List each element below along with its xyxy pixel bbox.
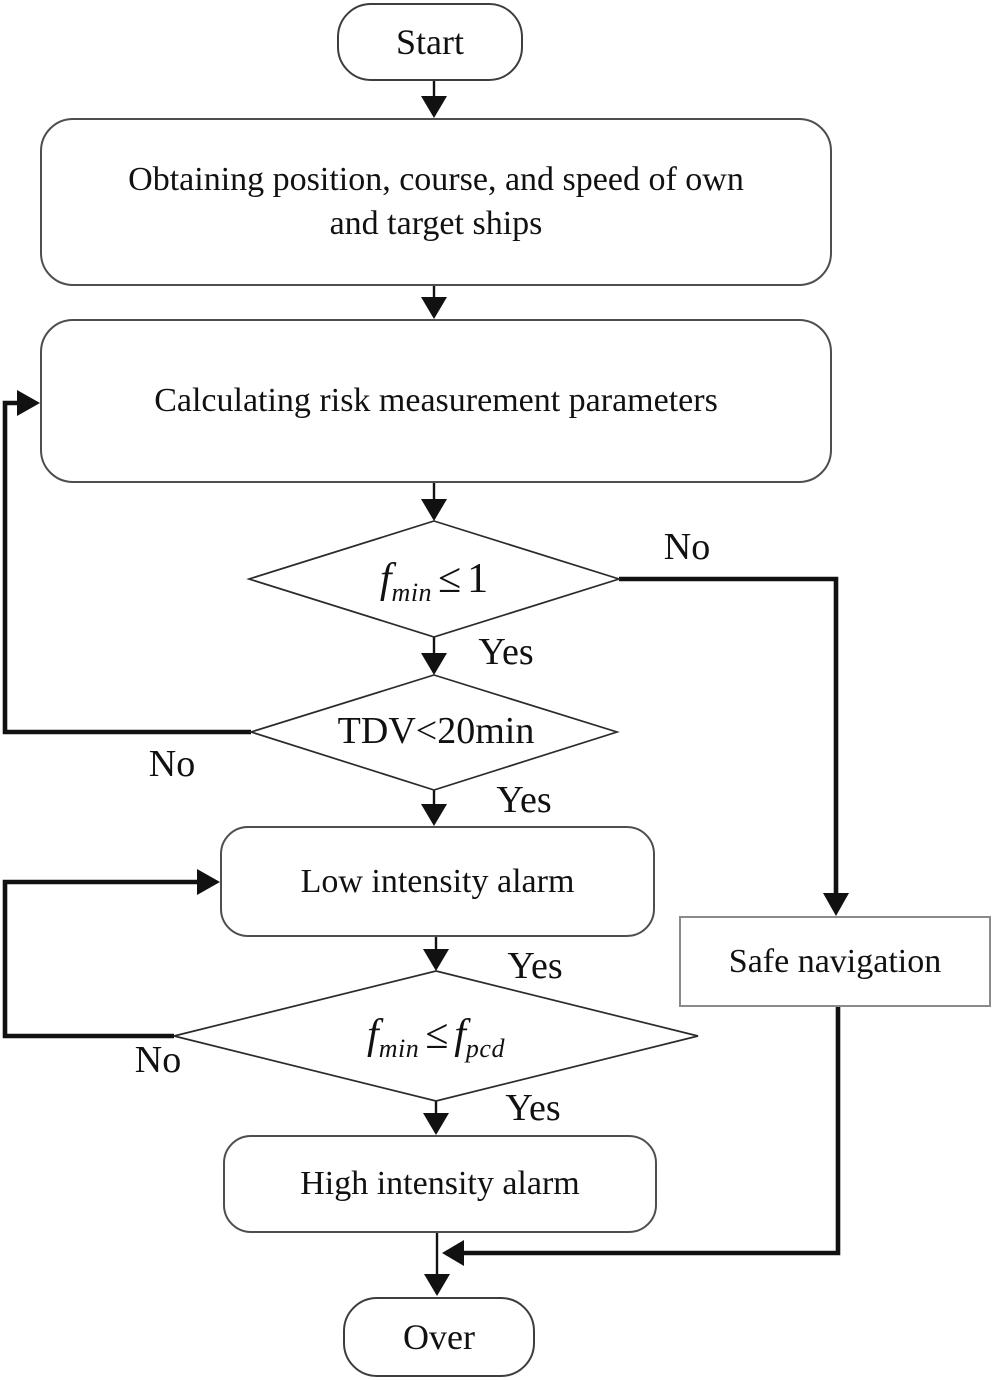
obtain-line2: and target ships (329, 205, 543, 242)
decision1-var-subscript: min (391, 578, 433, 607)
node-obtain-position-label: Obtaining position, course, and speed of… (128, 158, 744, 245)
decision3-rhs-var: f (454, 1012, 466, 1058)
arrowhead-into-low-alarm-top (421, 804, 447, 826)
label-decision1-no: No (663, 526, 711, 568)
arrowhead-into-decision2 (421, 653, 447, 675)
arrowhead-into-low-alarm-left (197, 869, 220, 895)
arrowhead-into-over-junction (442, 1240, 464, 1266)
decision1-label: fmin≤1 (379, 555, 489, 606)
arrowhead-into-over (424, 1274, 450, 1296)
decision3-var: f (367, 1012, 379, 1058)
arrowhead-into-safe (823, 893, 849, 916)
decision3-operator: ≤ (425, 1012, 449, 1058)
decision2-label: TDV<20min (337, 710, 535, 752)
label-decision3-yes: Yes (505, 1087, 561, 1129)
edge-decision1-no-to-safe (619, 576, 839, 894)
decision1-diamond (246, 520, 622, 638)
edge-decision3-no-loop-to-low-alarm (2, 879, 198, 1039)
label-decision3-no: No (134, 1039, 182, 1081)
arrowhead-into-high-alarm (423, 1113, 449, 1135)
label-low-alarm-to-decision3-yes: Yes (507, 945, 563, 987)
arrowhead-into-calculate-left (17, 390, 40, 416)
decision3-label: fmin≤fpcd (367, 1011, 505, 1062)
node-high-intensity-alarm: High intensity alarm (223, 1135, 657, 1233)
node-over: Over (343, 1297, 535, 1377)
label-decision2-yes: Yes (496, 779, 552, 821)
arrowhead-into-obtain (421, 96, 447, 118)
decision3-diamond (173, 970, 699, 1102)
decision3-rhs-subscript: pcd (465, 1034, 505, 1063)
decision3-var-subscript: min (378, 1034, 420, 1063)
arrowhead-into-calculate (421, 297, 447, 319)
label-decision1-yes: Yes (478, 631, 534, 673)
node-start: Start (337, 3, 523, 81)
decision1-rhs: 1 (467, 556, 489, 602)
arrowhead-into-decision1 (421, 499, 447, 521)
label-decision2-no: No (148, 743, 196, 785)
node-obtain-position: Obtaining position, course, and speed of… (40, 118, 832, 286)
node-low-intensity-alarm: Low intensity alarm (220, 826, 655, 937)
edge-decision2-no-loop-to-calculate (2, 400, 251, 735)
node-safe-navigation: Safe navigation (679, 916, 991, 1007)
arrowhead-into-decision3 (423, 949, 449, 971)
obtain-line1: Obtaining position, course, and speed of… (128, 161, 744, 199)
decision1-operator: ≤ (438, 556, 462, 602)
edge-safe-to-over-junction (464, 1007, 841, 1256)
node-calculate-risk: Calculating risk measurement parameters (40, 319, 832, 483)
decision2-diamond (248, 674, 620, 791)
decision1-var: f (379, 556, 392, 602)
